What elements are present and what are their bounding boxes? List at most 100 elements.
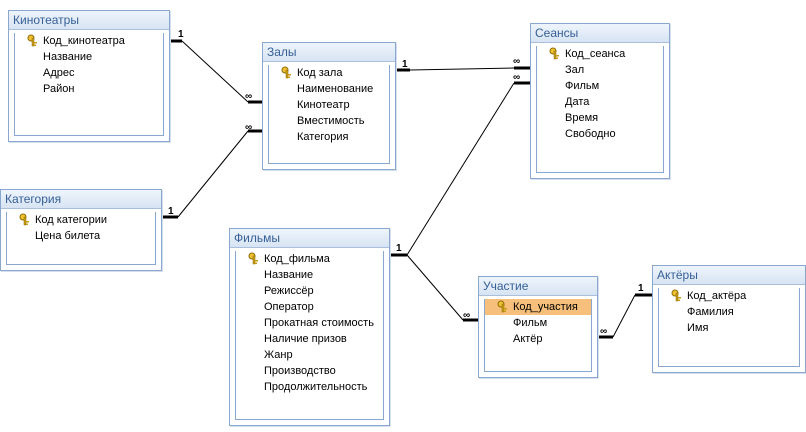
key-icon [19, 213, 31, 227]
field-row[interactable]: Свободно [537, 126, 663, 142]
field-label: Код категории [35, 214, 108, 226]
field-label: Фамилия [687, 306, 734, 318]
table-kinoteatry[interactable]: Кинотеатры Код_кинотеатра Название Адрес [8, 10, 170, 142]
relationship-label-zaly-many-b: ∞ [245, 122, 253, 133]
field-row[interactable]: Продолжительность [236, 379, 383, 395]
key-icon [549, 47, 561, 61]
relationship-line-zaly-seansy [409, 67, 515, 71]
field-label: Код_кинотеатра [43, 35, 125, 47]
field-label: Наименование [297, 83, 374, 95]
field-list: Код_сеанса Зал Фильм Дата Время Свободно [536, 46, 664, 173]
field-label: Адрес [43, 67, 75, 79]
table-title[interactable]: Актёры [653, 266, 805, 285]
field-label: Фильм [565, 80, 600, 92]
field-row[interactable]: Имя [659, 320, 799, 336]
field-row[interactable]: Дата [537, 94, 663, 110]
relationship-label-filmy-one: 1 [396, 243, 402, 254]
field-label: Код_участия [513, 301, 578, 313]
field-row[interactable]: Фильм [485, 315, 591, 331]
field-row[interactable]: Код_актёра [659, 288, 799, 304]
field-row[interactable]: Название [15, 49, 163, 65]
field-label: Дата [565, 96, 590, 108]
field-list: Код зала Наименование Кинотеатр Вместимо… [268, 65, 390, 164]
field-row[interactable]: Код_фильма [236, 251, 383, 267]
field-list: Код_кинотеатра Название Адрес Район [14, 33, 164, 136]
relationship-label-aktery-one: 1 [638, 283, 644, 294]
field-row[interactable]: Адрес [15, 65, 163, 81]
field-label: Прокатная стоимость [264, 317, 374, 329]
field-label: Цена билета [35, 230, 101, 242]
relationship-label-zaly-many-a: ∞ [245, 91, 253, 102]
field-row[interactable]: Фильм [537, 78, 663, 94]
table-filmy[interactable]: Фильмы Код_фильма Название Режиссёр [229, 228, 390, 426]
field-row[interactable]: Код_кинотеатра [15, 33, 163, 49]
field-label: Свободно [565, 128, 616, 140]
table-uchastie[interactable]: Участие Код_участия Фильм Актёр [478, 276, 598, 378]
field-label: Категория [297, 131, 349, 143]
field-label: Код зала [297, 67, 343, 79]
relationship-label-seansy-many-b: ∞ [513, 72, 521, 83]
field-list: Код_участия Фильм Актёр [484, 299, 592, 372]
field-row[interactable]: Время [537, 110, 663, 126]
field-label: Вместимость [297, 115, 365, 127]
field-row[interactable]: Режиссёр [236, 283, 383, 299]
key-icon [497, 300, 509, 314]
key-icon [27, 34, 39, 48]
table-kategoriya[interactable]: Категория Код категории Цена билета [0, 189, 162, 271]
table-zaly[interactable]: Залы Код зала Наименование Кинотеатр [262, 42, 396, 170]
table-title[interactable]: Залы [263, 43, 395, 62]
table-title[interactable]: Категория [1, 190, 161, 209]
field-row[interactable]: Фамилия [659, 304, 799, 320]
field-label: Время [565, 112, 599, 124]
selected-field-row[interactable]: Код_участия [485, 299, 591, 315]
field-label: Режиссёр [264, 285, 314, 297]
table-title[interactable]: Кинотеатры [9, 11, 169, 30]
field-row[interactable]: Район [15, 81, 163, 97]
field-row[interactable]: Код категории [7, 212, 155, 228]
relationship-line-aktery-uchastie [612, 294, 636, 338]
field-row[interactable]: Вместимость [269, 113, 389, 129]
table-title[interactable]: Фильмы [230, 229, 389, 248]
field-row[interactable]: Цена билета [7, 228, 155, 244]
field-row[interactable]: Оператор [236, 299, 383, 315]
table-aktery[interactable]: Актёры Код_актёра Фамилия Имя [652, 265, 806, 373]
field-row[interactable]: Кинотеатр [269, 97, 389, 113]
relationship-label-seansy-many-a: ∞ [513, 56, 521, 67]
relationship-label-zaly-one: 1 [402, 59, 408, 70]
field-label: Фильм [513, 317, 548, 329]
field-label: Актёр [513, 333, 543, 345]
field-label: Жанр [264, 349, 293, 361]
field-row[interactable]: Код_сеанса [537, 46, 663, 62]
relationship-line-filmy-seansy [406, 82, 515, 256]
field-row[interactable]: Производство [236, 363, 383, 379]
relationship-label-uchastie-many-a: ∞ [463, 310, 471, 321]
relationship-line-kinoteatry-zaly [181, 40, 249, 103]
field-label: Имя [687, 322, 709, 334]
field-label: Код_фильма [264, 253, 330, 265]
field-row[interactable]: Категория [269, 129, 389, 145]
field-row[interactable]: Наименование [269, 81, 389, 97]
relationship-line-kategoriya-zaly [177, 130, 249, 218]
field-label: Оператор [264, 301, 314, 313]
field-list: Код_фильма Название Режиссёр Оператор Пр… [235, 251, 384, 420]
field-row[interactable]: Название [236, 267, 383, 283]
field-label: Код_актёра [687, 290, 747, 302]
field-label: Зал [565, 64, 585, 76]
key-icon [281, 66, 293, 80]
field-label: Название [43, 51, 93, 63]
table-title[interactable]: Сеансы [531, 24, 669, 43]
field-row[interactable]: Код зала [269, 65, 389, 81]
field-row[interactable]: Актёр [485, 331, 591, 347]
field-list: Код_актёра Фамилия Имя [658, 288, 800, 367]
field-row[interactable]: Зал [537, 62, 663, 78]
field-label: Производство [264, 365, 336, 377]
field-label: Кинотеатр [297, 99, 350, 111]
field-row[interactable]: Наличие призов [236, 331, 383, 347]
field-row[interactable]: Прокатная стоимость [236, 315, 383, 331]
table-title[interactable]: Участие [479, 277, 597, 296]
relationship-label-kategoriya-one: 1 [168, 206, 174, 217]
field-row[interactable]: Жанр [236, 347, 383, 363]
table-seansy[interactable]: Сеансы Код_сеанса Зал Фильм [530, 23, 670, 179]
field-label: Район [43, 83, 75, 95]
